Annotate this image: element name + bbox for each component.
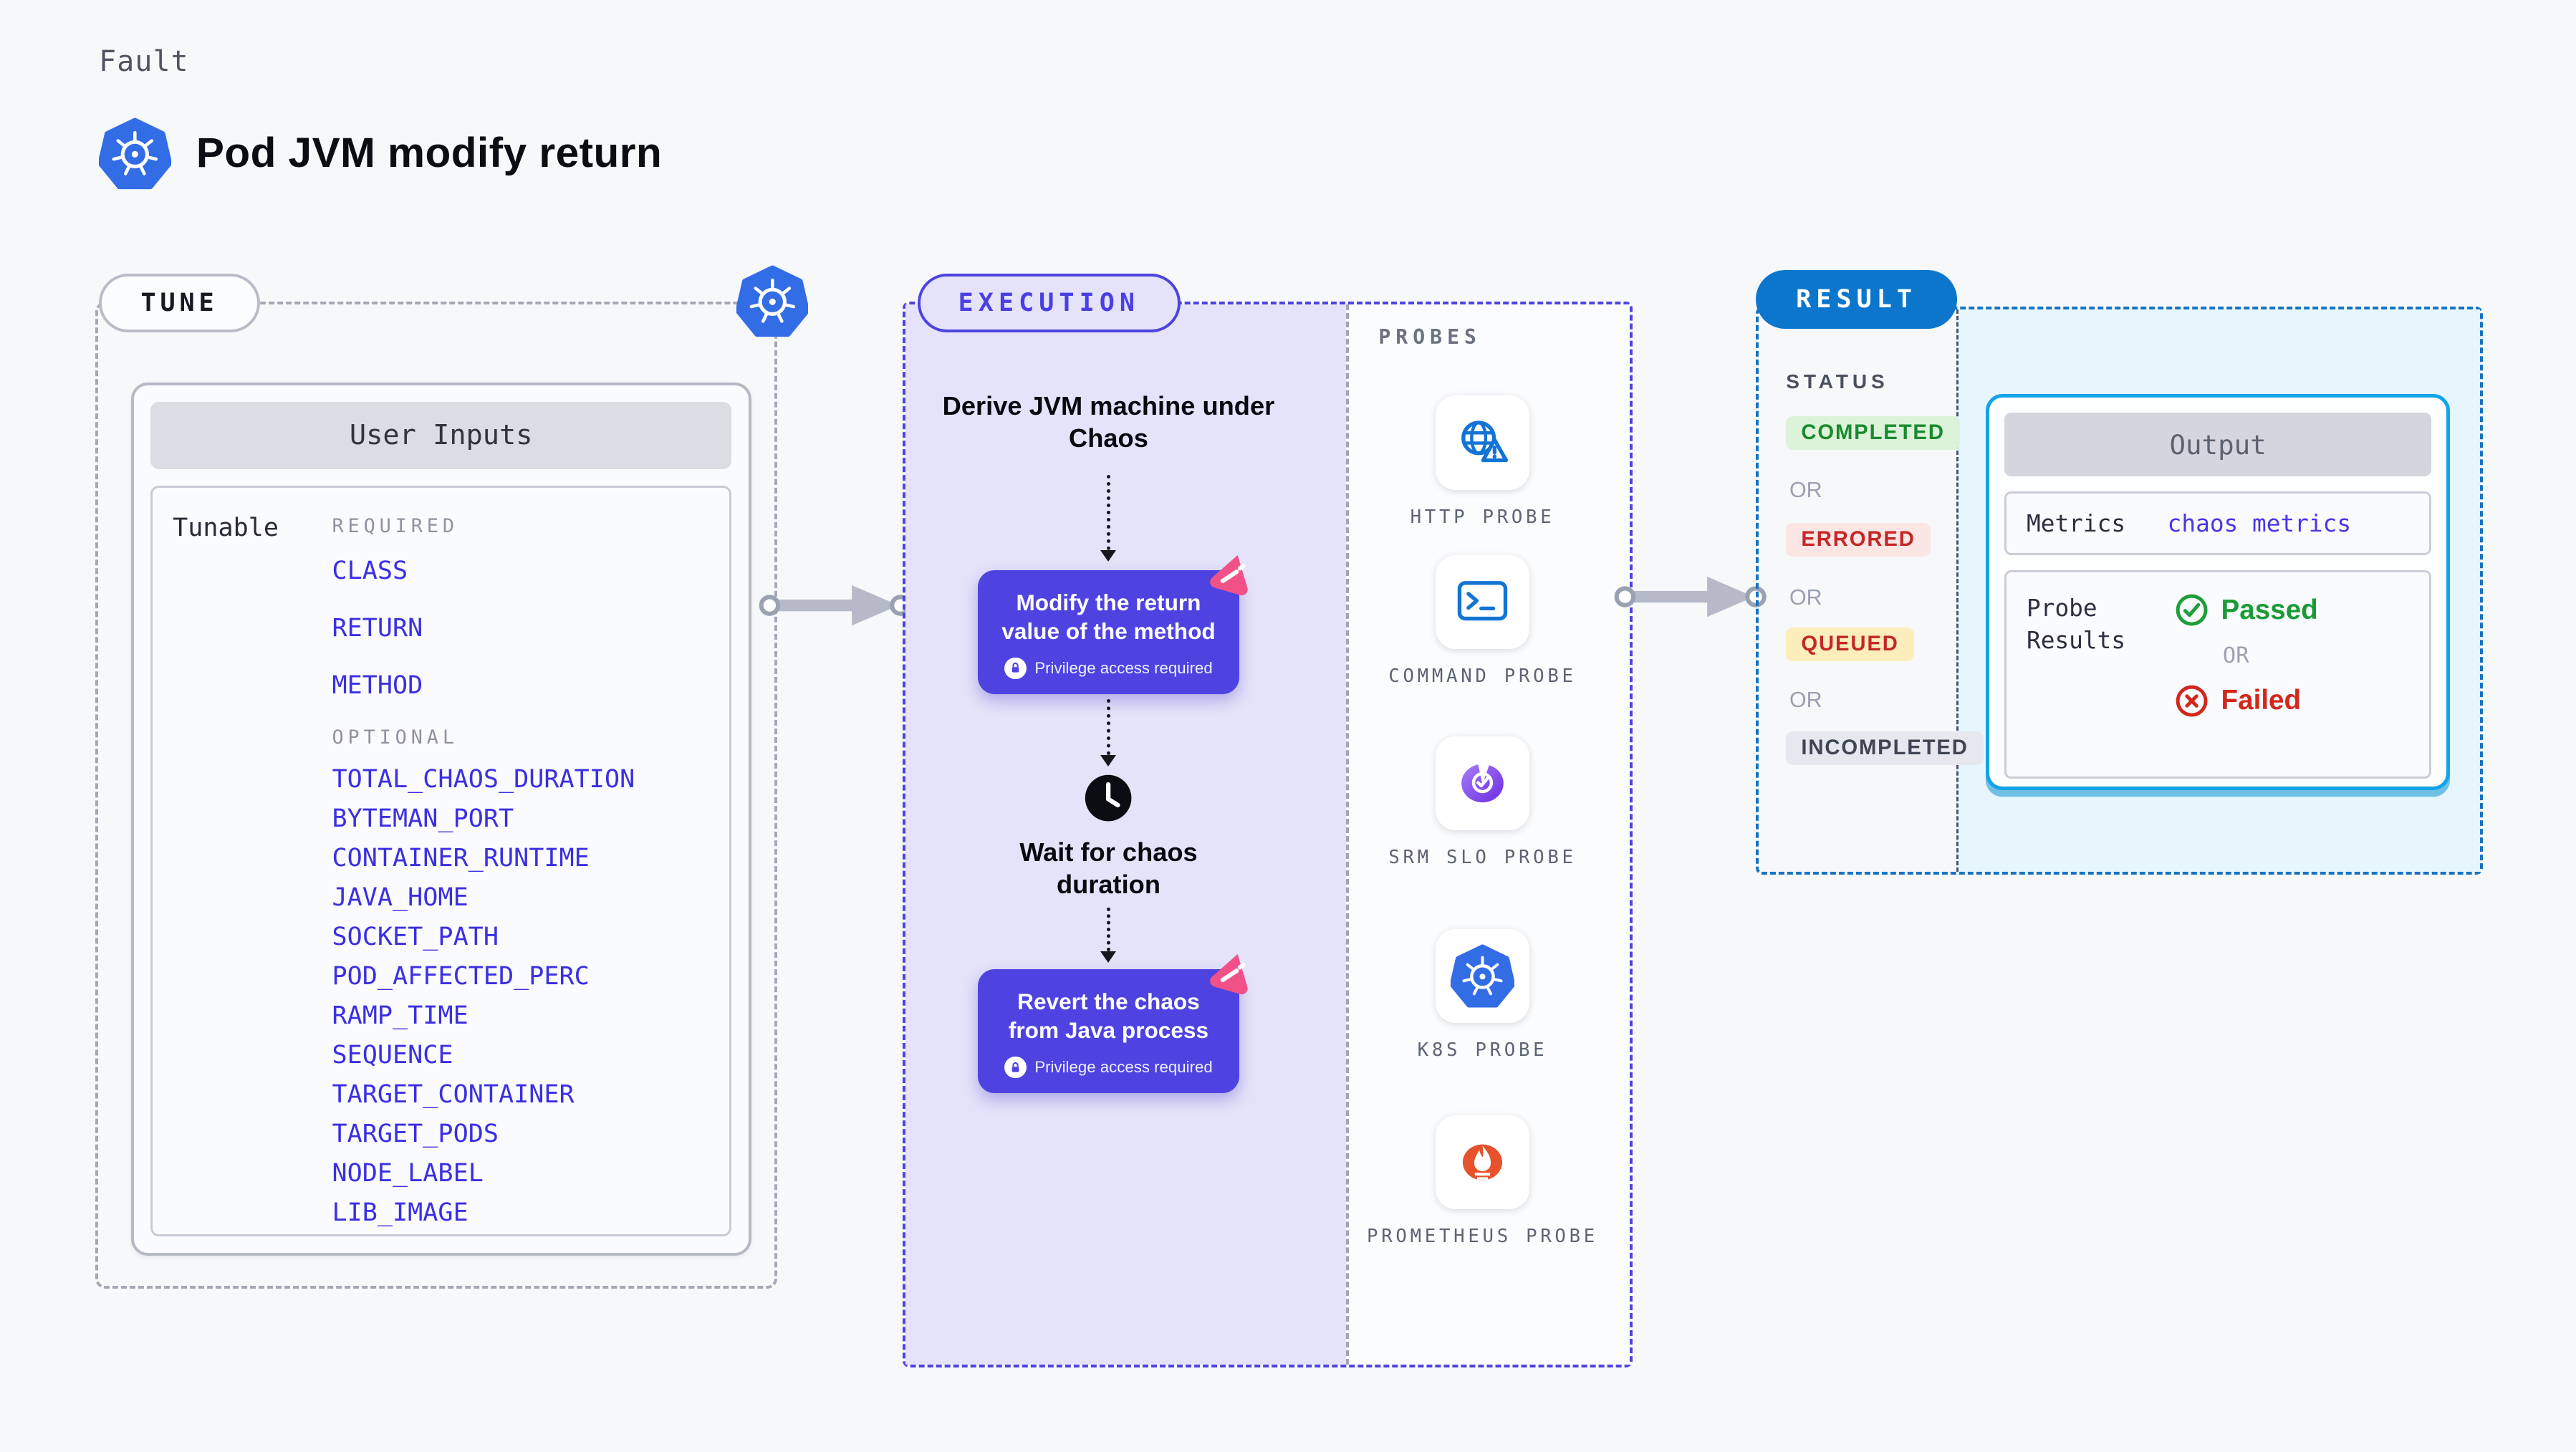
metrics-row: Metrics chaos metrics: [2004, 491, 2432, 556]
tunable-item: NODE_LABEL: [332, 1158, 484, 1188]
or-label: OR: [1789, 585, 1822, 610]
fault-eyebrow: Fault: [99, 45, 189, 79]
privilege-badge-label: Privilege access required: [1034, 658, 1213, 677]
probe-label: COMMAND PROBE: [1388, 665, 1577, 688]
passed-row: Passed: [2174, 592, 2409, 628]
tunable-row-label: Tunable: [173, 513, 279, 543]
metrics-value: chaos metrics: [2167, 509, 2352, 537]
page-title: Pod JVM modify return: [196, 130, 663, 177]
k8s-probe-card: [1435, 928, 1530, 1024]
tunable-item: CLASS: [332, 556, 408, 586]
output-header: Output: [2004, 413, 2432, 477]
tunable-item: TOTAL_CHAOS_DURATION: [332, 764, 635, 794]
clock-icon: [1085, 775, 1132, 822]
step-derive-jvm: Derive JVM machine under Chaos: [942, 391, 1275, 453]
tunable-item: RAMP_TIME: [332, 1001, 468, 1031]
probe-label: K8S PROBE: [1417, 1039, 1548, 1062]
k8s-probe-icon: [1451, 944, 1514, 1008]
status-badge-incompleted: INCOMPLETED: [1786, 731, 1984, 765]
probe-results-label: Probe Results: [2027, 595, 2126, 654]
step-wait-duration: Wait for chaos duration: [1019, 837, 1198, 899]
or-label: OR: [2222, 643, 2249, 668]
tune-section: [95, 302, 777, 1289]
tunable-item: CONTAINER_RUNTIME: [332, 843, 590, 873]
tune-pill: TUNE: [99, 273, 260, 332]
tunable-item: RETURN: [332, 613, 423, 643]
status-badge-completed: COMPLETED: [1786, 415, 1960, 450]
x-circle-icon: [2176, 685, 2208, 717]
prometheus-probe-icon: [1462, 1144, 1503, 1181]
node-label: Modify the return value of the method: [1001, 589, 1216, 644]
probe-label: HTTP PROBE: [1410, 506, 1555, 528]
tunable-item: METHOD: [332, 670, 423, 700]
tunable-item: SEQUENCE: [332, 1040, 453, 1070]
result-separator: [1956, 309, 1960, 872]
kubernetes-icon: [736, 265, 809, 337]
arrow-tune-to-execution-icon: [758, 580, 912, 630]
privilege-badge: Privilege access required: [991, 1056, 1226, 1079]
tunables-list: Tunable REQUIRED CLASS RETURN METHOD OPT…: [150, 486, 732, 1237]
required-section-label: REQUIRED: [332, 514, 458, 537]
srm-slo-probe-card: [1435, 736, 1530, 830]
prometheus-probe-card: [1435, 1115, 1530, 1209]
passed-label: Passed: [2221, 594, 2318, 625]
lock-icon: [1004, 657, 1027, 680]
failed-row: Failed: [2174, 683, 2409, 718]
privilege-badge-label: Privilege access required: [1034, 1058, 1213, 1077]
tunable-item: TARGET_PODS: [332, 1119, 499, 1149]
tunable-item: JAVA_HOME: [332, 883, 468, 913]
status-label: STATUS: [1786, 370, 1889, 393]
metrics-label: Metrics: [2027, 509, 2126, 537]
dotted-arrow-icon: [1098, 699, 1118, 766]
failed-label: Failed: [2221, 685, 2302, 716]
dotted-arrow-icon: [1098, 474, 1118, 562]
execution-flow-area: [905, 304, 1347, 1365]
litmus-chaos-icon: [1210, 555, 1248, 596]
optional-section-label: OPTIONAL: [332, 726, 458, 749]
user-inputs-header: User Inputs: [150, 402, 732, 469]
status-badge-queued: QUEUED: [1786, 627, 1914, 661]
result-pill: RESULT: [1756, 269, 1958, 329]
tunable-item: SOCKET_PATH: [332, 922, 499, 952]
probe-label: PROMETHEUS PROBE: [1367, 1226, 1598, 1247]
dotted-arrow-icon: [1098, 907, 1118, 963]
probe-label: SRM SLO PROBE: [1388, 846, 1577, 868]
privilege-badge: Privilege access required: [991, 657, 1226, 680]
http-probe-icon: [1461, 420, 1509, 462]
tunable-item: BYTEMAN_PORT: [332, 804, 514, 834]
tunable-item: LIB_IMAGE: [332, 1198, 468, 1228]
srm-slo-probe-icon: [1461, 761, 1504, 802]
http-probe-card: [1435, 395, 1530, 490]
command-probe-icon: [1457, 581, 1508, 621]
node-label: Revert the chaos from Java process: [1008, 988, 1209, 1043]
step-modify-return-node: Modify the return value of the method Pr…: [977, 555, 1248, 695]
check-circle-icon: [2176, 595, 2208, 626]
execution-pill: EXECUTION: [917, 273, 1181, 332]
lock-icon: [1004, 1056, 1027, 1079]
tunable-item: TARGET_CONTAINER: [332, 1080, 575, 1110]
arrow-execution-to-result-icon: [1613, 572, 1767, 622]
tunable-item: POD_AFFECTED_PERC: [332, 961, 590, 991]
probes-separator: [1346, 304, 1349, 1365]
probes-column-label: PROBES: [1378, 325, 1481, 350]
output-card: Output Metrics chaos metrics Probe Resul…: [1985, 394, 2451, 790]
command-probe-card: [1435, 554, 1530, 649]
kubernetes-icon: [99, 117, 171, 190]
or-label: OR: [1789, 478, 1822, 503]
or-label: OR: [1789, 687, 1822, 712]
status-badge-errored: ERRORED: [1786, 523, 1931, 557]
probe-results-row: Probe Results Passed OR Faile: [2004, 570, 2432, 779]
litmus-chaos-icon: [1210, 954, 1248, 995]
user-inputs-card: User Inputs Tunable REQUIRED CLASS RETUR…: [130, 382, 751, 1256]
execution-section: [902, 302, 1633, 1367]
step-revert-chaos-node: Revert the chaos from Java process Privi…: [977, 954, 1248, 1094]
